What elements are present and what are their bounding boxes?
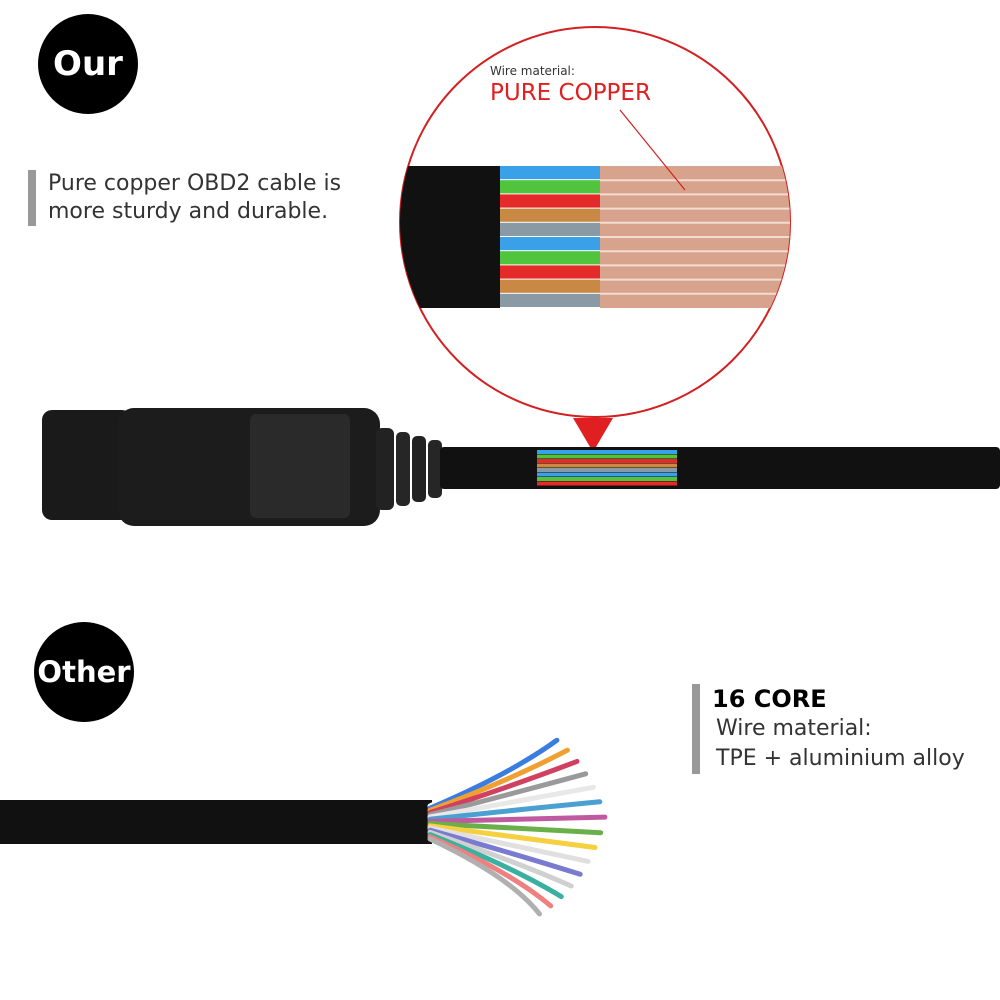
loose-wire — [427, 823, 598, 850]
conductor-stripe — [500, 279, 600, 293]
exposed-conductor — [537, 463, 677, 468]
our-description-line-1: Pure copper OBD2 cable is — [48, 171, 342, 196]
other-badge: Other — [34, 622, 134, 722]
exposed-conductors — [537, 450, 677, 486]
other-badge-label: Other — [37, 655, 131, 689]
obd2-connector — [42, 408, 442, 526]
our-badge: Our — [38, 14, 138, 114]
other-material-value: TPE + aluminium alloy — [716, 746, 965, 771]
loose-wire — [427, 832, 564, 900]
copper-strands — [600, 179, 790, 295]
loose-wire — [427, 784, 596, 820]
loose-wire — [427, 829, 574, 889]
loose-wire — [427, 814, 608, 824]
exposed-conductor — [537, 459, 677, 463]
conductor-stripe — [500, 180, 600, 194]
exposed-conductor — [537, 477, 677, 481]
loose-wire — [427, 825, 591, 864]
conductor-stripe — [500, 251, 600, 265]
our-description: Pure copper OBD2 cable is more sturdy an… — [28, 170, 408, 226]
other-description: 16 CORE Wire material: TPE + aluminium a… — [692, 684, 1000, 774]
exposed-conductor — [537, 468, 677, 472]
our-description-line-2: more sturdy and durable. — [48, 199, 329, 224]
color-stripes — [500, 166, 600, 307]
loose-wire — [427, 758, 580, 816]
pointer-line — [619, 109, 686, 191]
magnified-cross-section — [399, 26, 791, 452]
loose-wire — [427, 821, 604, 836]
loose-wire — [427, 834, 554, 909]
our-cable — [440, 447, 1000, 489]
loose-wire — [427, 771, 589, 818]
exposed-conductor — [537, 472, 677, 477]
conductor-stripe — [500, 222, 600, 236]
loose-wire — [427, 729, 549, 809]
other-core-count: 16 CORE — [712, 685, 827, 713]
loose-wire — [427, 799, 603, 822]
exposed-conductor — [537, 450, 677, 454]
other-material-label: Wire material: — [716, 716, 872, 741]
exposed-conductor — [537, 481, 677, 486]
other-cable — [0, 729, 608, 917]
loose-wire — [427, 827, 583, 877]
conductor-stripe — [500, 194, 600, 208]
pointer-triangle — [573, 418, 613, 452]
wire-material-value: PURE COPPER — [490, 80, 651, 106]
exposed-conductor — [537, 454, 677, 459]
conductor-stripe — [500, 166, 600, 180]
loose-wire — [427, 836, 542, 917]
conductor-stripe — [500, 265, 600, 279]
loose-wire — [427, 737, 560, 811]
loose-wire — [427, 747, 570, 813]
conductor-stripe — [500, 293, 600, 307]
loose-wire-strands — [427, 729, 608, 917]
conductor-stripe — [500, 208, 600, 222]
our-badge-label: Our — [53, 44, 123, 84]
conductor-stripe — [500, 237, 600, 251]
wire-material-label: Wire material: — [490, 64, 575, 78]
jacket-section — [400, 166, 500, 308]
